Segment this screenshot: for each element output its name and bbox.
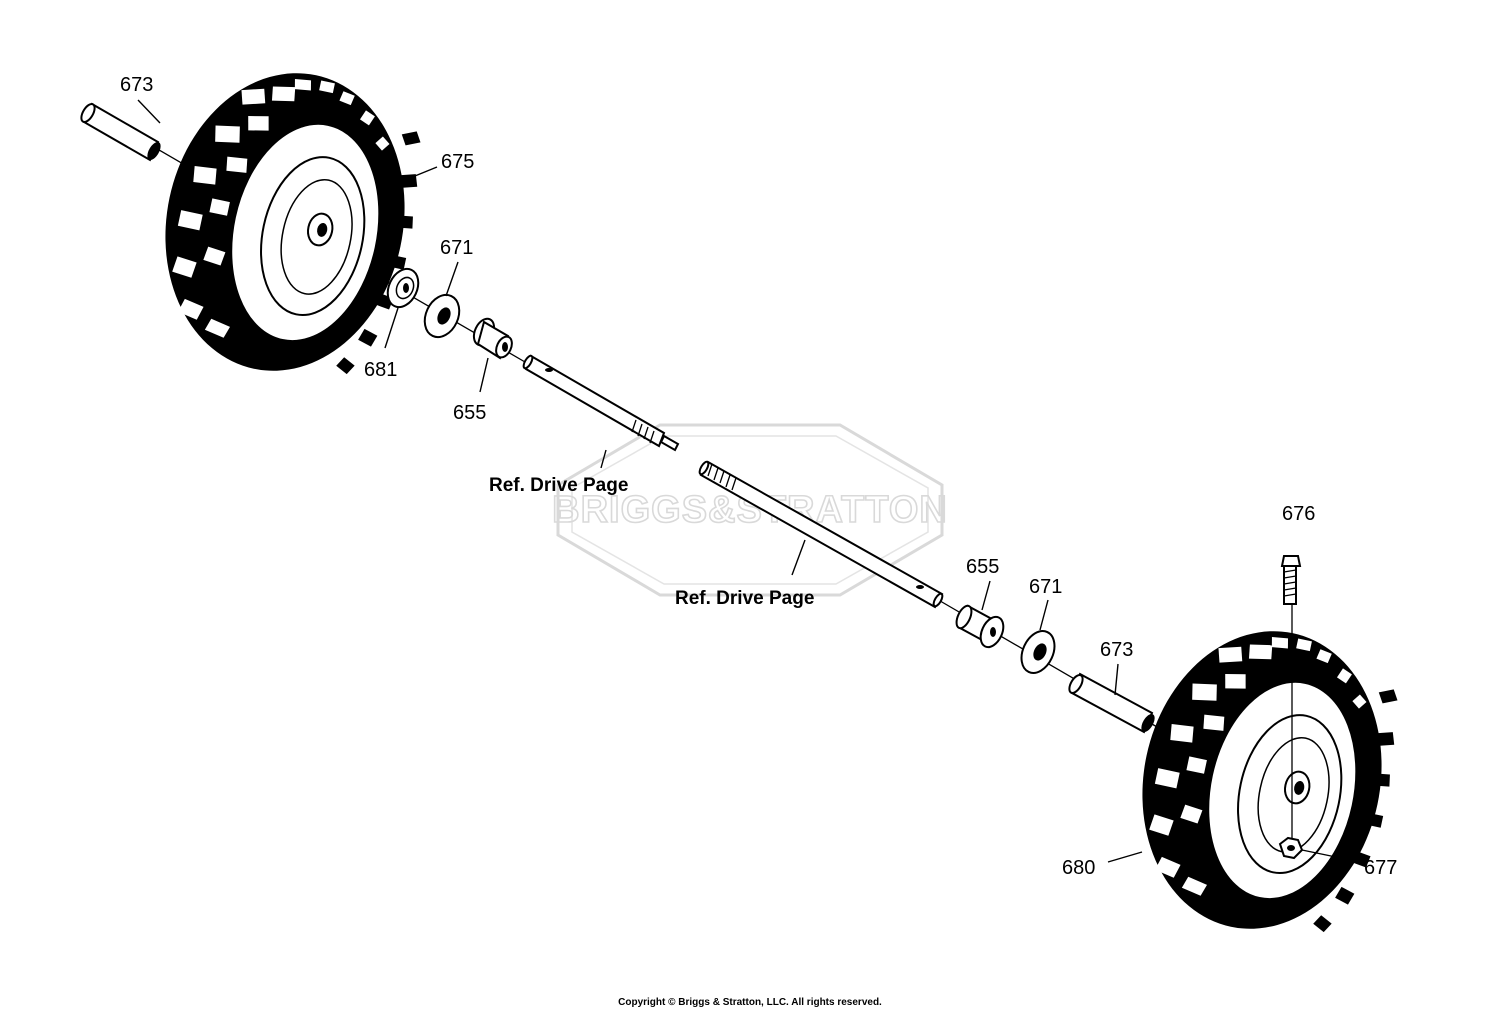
leader-lines [137, 99, 1361, 863]
label-676: 676 [1282, 503, 1315, 525]
flange-bushing-left [472, 317, 513, 360]
label-671-left: 671 [440, 237, 473, 259]
label-677: 677 [1364, 857, 1397, 879]
label-655-right: 655 [966, 556, 999, 578]
label-675: 675 [441, 151, 474, 173]
wheel-tire-left [137, 49, 441, 396]
label-673-right: 673 [1100, 639, 1133, 661]
ref-drive-page-right: Ref. Drive Page [675, 588, 814, 609]
ref-drive-page-left: Ref. Drive Page [489, 475, 628, 496]
label-671-right: 671 [1029, 576, 1062, 598]
axle-shaft-right [698, 460, 944, 609]
bolt [1280, 555, 1302, 848]
label-655-left: 655 [453, 402, 486, 424]
axle-shaft-left [522, 354, 680, 452]
copyright-notice: Copyright © Briggs & Stratton, LLC. All … [618, 997, 882, 1008]
spacer-tube-left [80, 102, 161, 162]
label-680: 680 [1062, 857, 1095, 879]
bearing-left [386, 267, 420, 309]
washer-left [423, 293, 461, 339]
flange-bushing-right [955, 604, 1005, 649]
label-681: 681 [364, 359, 397, 381]
washer-right [1020, 630, 1056, 674]
label-673-left: 673 [120, 74, 153, 96]
spacer-tube-right [1068, 672, 1155, 734]
wheel-tire-right [1114, 607, 1418, 954]
